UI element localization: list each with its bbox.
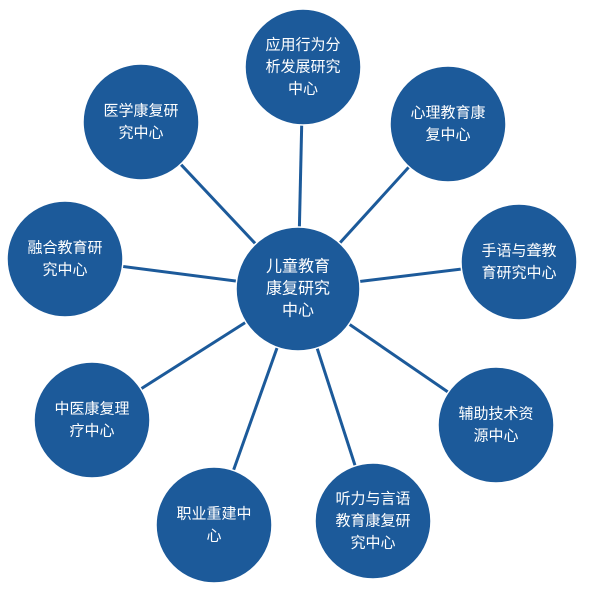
node-center-label-line: 儿童教育 [266, 257, 330, 276]
node-vocational-label-line: 职业重建中 [176, 505, 251, 523]
node-vocational-label-line: 心 [206, 527, 221, 545]
node-assistive-tech-label-line: 源中心 [473, 427, 518, 445]
node-hearing-speech-label-line: 教育康复研 [335, 512, 410, 530]
node-assistive-tech-label-line: 辅助技术资 [458, 405, 533, 423]
node-hearing-speech-label-line: 究中心 [350, 534, 395, 552]
node-hearing-speech-label-line: 听力与言语 [335, 490, 410, 508]
node-tcm-rehab-circle [33, 361, 151, 479]
node-inclusive-edu-label-line: 究中心 [42, 261, 87, 279]
node-psych-education-label-line: 复中心 [425, 126, 470, 144]
node-applied-behavior-label-line: 中心 [288, 80, 318, 98]
diagram-nodes: 应用行为分析发展研究中心心理教育康复中心手语与聋教育研究中心辅助技术资源中心听力… [6, 8, 578, 584]
node-applied-behavior-label-line: 应用行为分 [265, 36, 340, 54]
node-sign-language-label-line: 手语与聋教 [481, 242, 556, 260]
node-medical-rehab-label-line: 医学康复研 [103, 102, 178, 120]
node-center-circle [235, 226, 361, 352]
node-sign-language-label-line: 育研究中心 [481, 264, 556, 282]
node-inclusive-edu-label-line: 融合教育研 [27, 239, 102, 257]
node-sign-language-circle [460, 203, 578, 321]
node-applied-behavior-circle [244, 8, 362, 126]
node-assistive-tech-circle [437, 366, 555, 484]
node-center-label-line: 中心 [282, 301, 314, 320]
node-applied-behavior-label-line: 析发展研究 [265, 58, 340, 76]
node-tcm-rehab-label-line: 中医康复理 [54, 400, 129, 418]
node-medical-rehab-label-line: 究中心 [118, 124, 163, 142]
node-psych-education-circle [389, 65, 507, 183]
node-hearing-speech-circle [314, 462, 432, 580]
node-center-label-line: 康复研究 [266, 279, 330, 298]
node-vocational-circle [155, 466, 273, 584]
node-medical-rehab-circle [82, 63, 200, 181]
node-psych-education-label-line: 心理教育康 [410, 104, 485, 122]
node-tcm-rehab-label-line: 疗中心 [69, 422, 114, 440]
node-inclusive-edu-circle [6, 200, 124, 318]
